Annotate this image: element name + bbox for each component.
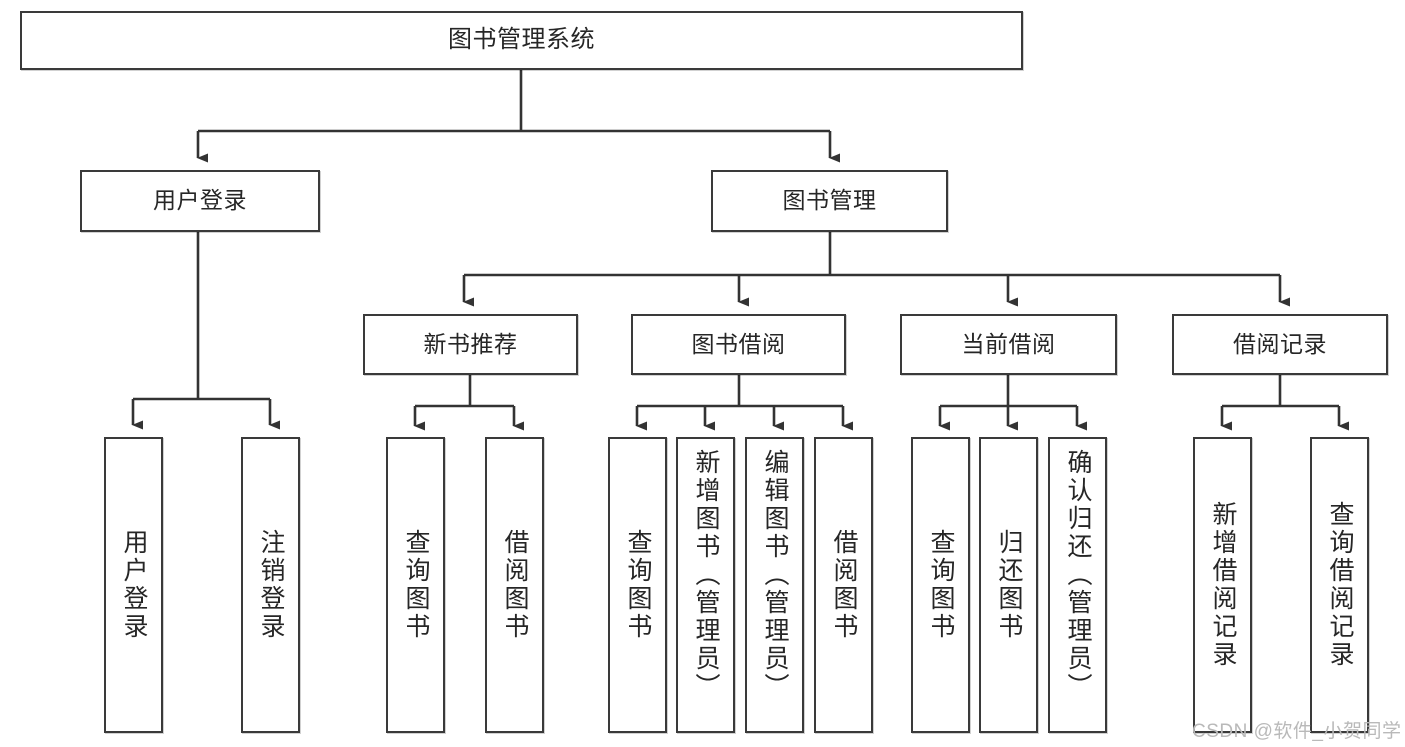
- node-label: 借阅图书: [830, 529, 858, 641]
- node-new-book-recommend[interactable]: 新书推荐: [363, 314, 578, 375]
- node-label: 新增借阅记录: [1209, 501, 1237, 669]
- node-book-borrow[interactable]: 图书借阅: [631, 314, 846, 375]
- node-book-management[interactable]: 图书管理: [711, 170, 948, 232]
- node-label: 编辑图书（管理员）: [761, 449, 789, 701]
- leaf-book-borrow-edit-book-admin[interactable]: 编辑图书（管理员）: [745, 437, 804, 733]
- leaf-user-login-login[interactable]: 用户登录: [104, 437, 163, 733]
- node-user-login[interactable]: 用户登录: [80, 170, 320, 232]
- node-label: 确认归还（管理员）: [1064, 449, 1092, 701]
- node-label: 图书借阅: [691, 330, 786, 357]
- node-label: 查询图书: [927, 529, 955, 641]
- leaf-new-book-borrow-book[interactable]: 借阅图书: [485, 437, 544, 733]
- node-label: 图书管理系统: [448, 26, 595, 54]
- node-label: 查询图书: [624, 529, 652, 641]
- leaf-new-book-query-book[interactable]: 查询图书: [386, 437, 445, 733]
- node-label: 当前借阅: [961, 330, 1056, 357]
- node-label: 用户登录: [120, 529, 148, 641]
- node-label: 借阅图书: [501, 529, 529, 641]
- leaf-current-borrow-query-book[interactable]: 查询图书: [911, 437, 970, 733]
- node-current-borrow[interactable]: 当前借阅: [900, 314, 1117, 375]
- node-label: 新增图书（管理员）: [692, 449, 720, 701]
- node-label: 借阅记录: [1233, 330, 1327, 357]
- leaf-current-borrow-confirm-return-admin[interactable]: 确认归还（管理员）: [1048, 437, 1107, 733]
- node-root-book-management-system[interactable]: 图书管理系统: [20, 11, 1023, 70]
- node-label: 查询借阅记录: [1326, 501, 1354, 669]
- node-label: 归还图书: [995, 529, 1023, 641]
- leaf-borrow-record-add-record[interactable]: 新增借阅记录: [1193, 437, 1252, 733]
- node-label: 用户登录: [153, 187, 247, 214]
- node-borrow-record[interactable]: 借阅记录: [1172, 314, 1388, 375]
- leaf-current-borrow-return-book[interactable]: 归还图书: [979, 437, 1038, 733]
- node-label: 新书推荐: [423, 330, 518, 357]
- leaf-book-borrow-borrow-book[interactable]: 借阅图书: [814, 437, 873, 733]
- leaf-user-login-logout[interactable]: 注销登录: [241, 437, 300, 733]
- leaf-book-borrow-query-book[interactable]: 查询图书: [608, 437, 667, 733]
- node-label: 查询图书: [402, 529, 430, 641]
- leaf-book-borrow-add-book-admin[interactable]: 新增图书（管理员）: [676, 437, 735, 733]
- leaf-borrow-record-query-record[interactable]: 查询借阅记录: [1310, 437, 1369, 733]
- watermark-csdn: CSDN @软件_小贺同学: [1192, 721, 1402, 742]
- node-label: 图书管理: [782, 187, 877, 214]
- node-label: 注销登录: [257, 529, 285, 641]
